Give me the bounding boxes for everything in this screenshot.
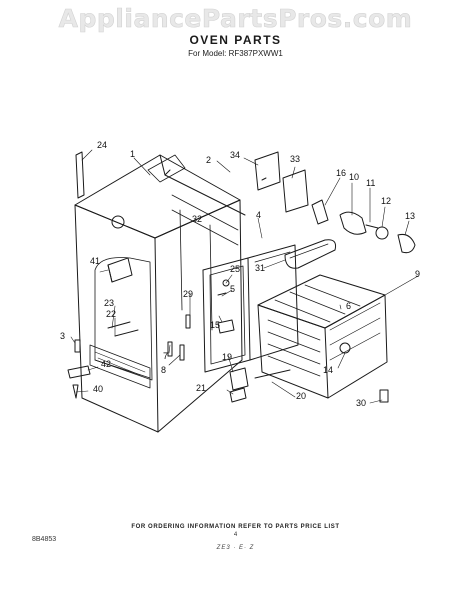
ordering-note: FOR ORDERING INFORMATION REFER TO PARTS … [131,524,340,530]
label-12: 12 [381,196,391,206]
label-30: 30 [356,398,366,408]
label-34: 34 [230,150,240,160]
label-11: 11 [366,178,375,188]
oven-cavity [257,274,388,399]
label-23: 23 [104,298,114,308]
label-1: 1 [130,149,135,159]
label-19: 19 [222,352,232,362]
label-9: 9 [415,269,420,279]
label-3: 3 [60,331,65,341]
label-41: 41 [90,256,100,266]
oven-cabinet [74,154,246,433]
part-labels: 24 1 2 34 33 16 10 11 12 13 9 32 4 31 25… [60,140,420,408]
label-25: 25 [230,264,240,274]
label-29: 29 [183,289,193,299]
label-40: 40 [93,384,103,394]
label-5: 5 [230,284,235,294]
label-16: 16 [336,168,346,178]
model-subtitle: For Model: RF387PXWW1 [188,49,283,58]
page-number: 4 [233,532,238,538]
small-parts [67,151,416,403]
label-7: 7 [163,351,168,361]
label-10: 10 [349,172,359,182]
label-15: 15 [210,320,220,330]
label-2: 2 [206,155,211,165]
label-14: 14 [323,365,333,375]
label-6: 6 [346,301,351,311]
watermark: AppliancePartsPros.com [58,4,413,34]
label-22: 22 [106,309,116,319]
label-8: 8 [161,365,166,375]
label-20: 20 [296,391,306,401]
label-32: 32 [192,214,202,224]
label-4: 4 [256,210,261,220]
oven-liner-frame [202,244,299,373]
vent-duct [284,239,336,269]
page-title: OVEN PARTS [189,33,282,47]
label-24: 24 [97,140,107,150]
label-13: 13 [405,211,415,221]
label-21: 21 [196,383,206,393]
label-42: 42 [101,359,111,369]
label-31: 31 [255,263,265,273]
label-33: 33 [290,154,300,164]
leader-lines [70,149,419,404]
document-code: 8B4853 [32,536,57,543]
date-code: ZE3 · E· Z [216,545,255,551]
